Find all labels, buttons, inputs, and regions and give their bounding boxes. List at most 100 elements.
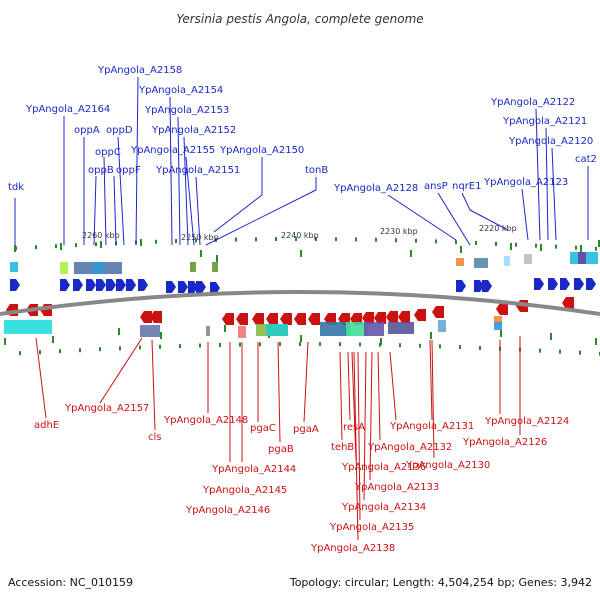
tick-mark — [460, 246, 462, 253]
gene-label: adhE — [34, 420, 59, 431]
feature-block — [346, 322, 368, 336]
leader-line — [521, 188, 529, 241]
gene-label: YpAngola_A2134 — [341, 502, 426, 513]
tick-mark — [55, 244, 57, 249]
tick-mark — [59, 349, 61, 354]
feature-block — [494, 322, 502, 330]
tick-mark — [195, 238, 197, 243]
tick-mark — [299, 342, 301, 347]
gene-label: cls — [148, 432, 162, 443]
tick-mark — [95, 242, 97, 247]
reverse-gene-arrow — [222, 313, 234, 325]
gene-label: resA — [343, 422, 365, 433]
leader-line — [351, 351, 357, 461]
leader-line — [103, 156, 107, 246]
tick-mark — [335, 237, 337, 242]
gene-label: YpAngola_A2122 — [490, 97, 575, 108]
tick-mark — [595, 246, 597, 251]
tick-mark — [119, 346, 121, 351]
tick-mark — [579, 350, 581, 355]
gene-label: tdk — [8, 182, 24, 193]
tick-mark — [439, 344, 441, 349]
gene-label: oppB — [88, 165, 114, 176]
feature-block — [388, 322, 414, 334]
feature-block — [494, 316, 502, 324]
forward-gene-labels: tdk YpAngola_A2164 oppB oppC oppA oppF o… — [8, 65, 597, 194]
feature-block — [140, 325, 160, 337]
reverse-gene-arrow — [562, 297, 574, 309]
tick-mark — [459, 345, 461, 350]
tick-mark — [216, 255, 218, 262]
tick-mark — [375, 237, 377, 242]
tick-mark — [430, 332, 432, 339]
tick-mark — [155, 239, 157, 244]
map-title: Yersinia pestis Angola, complete genome — [176, 12, 423, 26]
gene-label: oppC — [95, 147, 121, 158]
tick-mark — [515, 242, 517, 247]
feature-block — [92, 262, 104, 274]
tick-mark — [395, 238, 397, 243]
tick-mark — [199, 343, 201, 348]
tick-mark — [39, 350, 41, 355]
gene-label: YpAngola_A2124 — [484, 416, 569, 427]
tick-mark — [100, 241, 102, 248]
tick-mark — [540, 244, 542, 251]
leader-line — [177, 116, 181, 246]
gene-label: YpAngola_A2133 — [354, 482, 439, 493]
leader-line — [277, 341, 281, 443]
forward-gene-arrow — [456, 280, 466, 292]
tick-mark — [315, 237, 317, 242]
scale-labels: 2260 kbp 2250 kbp 2240 kbp 2230 kbp 2220… — [82, 224, 517, 242]
forward-gene-arrow — [196, 281, 206, 293]
gene-label: pgaC — [250, 423, 276, 434]
leader-line — [185, 156, 195, 246]
gene-label: oppD — [106, 125, 133, 136]
gene-label: YpAngola_A2144 — [211, 464, 296, 475]
gene-label: tonB — [305, 165, 328, 176]
tick-mark — [550, 333, 552, 340]
tick-mark — [300, 250, 302, 257]
feature-block — [438, 320, 446, 332]
tick-mark — [535, 243, 537, 248]
reverse-gene-arrow — [496, 303, 508, 315]
leader-line — [357, 351, 361, 521]
tick-mark — [279, 342, 281, 347]
gene-label: YpAngola_A2152 — [151, 125, 236, 136]
tick-mark — [295, 237, 297, 242]
tick-mark — [160, 332, 162, 339]
tick-mark — [339, 342, 341, 347]
tick-marks — [4, 237, 600, 356]
gene-label: YpAngola_A2138 — [310, 543, 395, 554]
reverse-gene-arrow — [398, 311, 410, 323]
tick-mark — [79, 348, 81, 353]
feature-block — [212, 262, 218, 272]
tick-mark — [415, 238, 417, 243]
gene-label: nqrE1 — [452, 181, 481, 192]
leader-line — [429, 339, 433, 421]
reverse-gene-arrow — [386, 311, 398, 323]
reverse-gene-arrow — [308, 313, 320, 325]
tick-mark — [159, 344, 161, 349]
gene-label: oppA — [74, 125, 100, 136]
tick-mark — [475, 240, 477, 245]
tick-mark — [35, 245, 37, 250]
tick-mark — [60, 243, 62, 250]
gene-label: tehB — [331, 442, 354, 453]
accession-text: Accession: NC_010159 — [8, 576, 133, 589]
forward-gene-arrow — [474, 280, 484, 292]
forward-gene-arrow — [586, 278, 596, 290]
tick-mark — [500, 330, 502, 337]
tick-mark — [575, 245, 577, 250]
tick-mark — [555, 244, 557, 249]
tick-mark — [495, 241, 497, 246]
tick-mark — [435, 239, 437, 244]
leader-line — [387, 194, 457, 241]
tick-mark — [75, 243, 77, 248]
scale-label: 2220 kbp — [479, 224, 517, 233]
reverse-gene-arrow — [266, 313, 278, 325]
tick-mark — [399, 343, 401, 348]
reverse-gene-arrow — [294, 313, 306, 325]
reverse-gene-arrow — [414, 309, 426, 321]
tick-mark — [19, 351, 21, 356]
